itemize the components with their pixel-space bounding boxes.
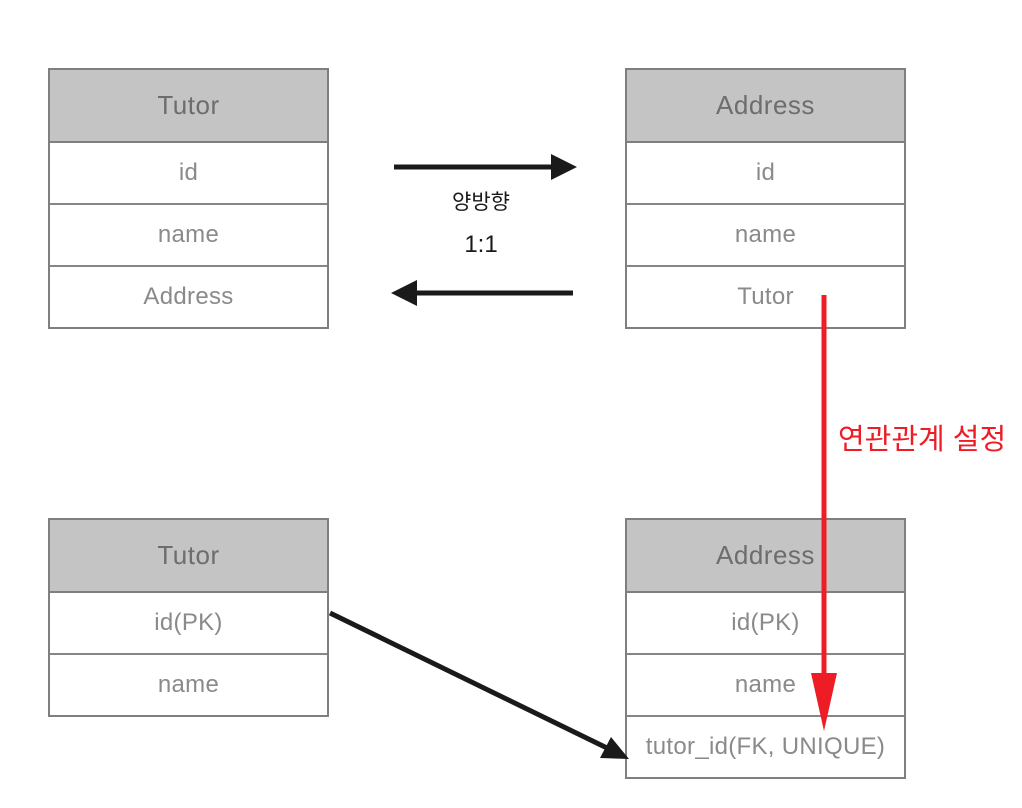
relation-note-label: 연관관계 설정 (838, 424, 1007, 456)
fk-arrow-icon (328, 610, 629, 759)
table-title: Tutor (50, 70, 327, 143)
table-row: Tutor (737, 283, 794, 310)
entity-table-address-bottom: Address id(PK) name tutor_id(FK, UNIQUE) (625, 518, 906, 779)
cardinality-label: 1:1 (464, 231, 498, 258)
table-row: Address (143, 283, 234, 310)
table-title: Tutor (50, 520, 327, 593)
table-row: name (50, 205, 327, 267)
table-row: name (627, 655, 904, 717)
table-row: id (50, 143, 327, 205)
entity-table-address-top: Address id name Tutor (625, 68, 906, 329)
table-row: id(PK) (50, 593, 327, 655)
table-row: name (157, 671, 220, 698)
entity-table-tutor-bottom: Tutor id(PK) name (48, 518, 329, 717)
table-row: id (627, 143, 904, 205)
table-row: id(PK) (627, 593, 904, 655)
table-row: name (627, 205, 904, 267)
arrow-right-icon (394, 154, 577, 180)
entity-table-tutor-top: Tutor id name Address (48, 68, 329, 329)
table-row: tutor_id(FK, UNIQUE) (645, 733, 886, 760)
table-title: Address (627, 520, 904, 593)
arrow-left-icon (391, 280, 573, 306)
direction-label: 양방향 (452, 191, 510, 214)
table-title: Address (627, 70, 904, 143)
